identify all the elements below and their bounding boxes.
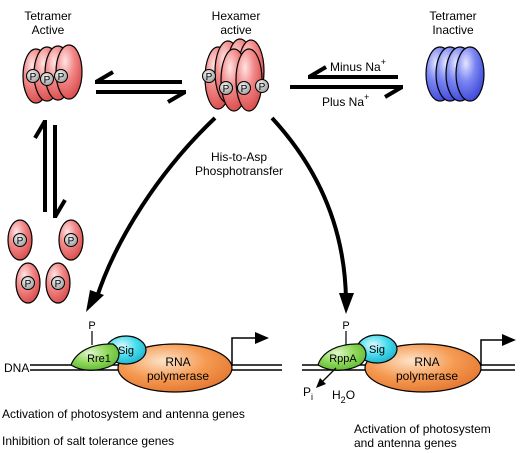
- right-outcome-line2: and antenna genes: [354, 436, 457, 450]
- tetramer-inactive-title: Tetramer Inactive: [429, 9, 477, 37]
- phosphate-icon: P: [237, 81, 251, 95]
- phosphate-icon: P: [26, 69, 40, 83]
- phosphotransfer-arrow-left: [86, 116, 217, 312]
- left-outcome-line1: Activation of photosystem and antenna ge…: [2, 407, 245, 421]
- rre1-regulator: [70, 343, 120, 371]
- pi-label: Pi: [303, 385, 313, 402]
- plus-na-label: Plus Na+: [322, 92, 369, 109]
- right-transcription-complex: [316, 331, 516, 393]
- p-label-left: P: [88, 320, 95, 332]
- rppa-label: RppA: [329, 353, 357, 365]
- tetramer-active-title: Tetramer Active: [24, 9, 72, 37]
- promoter-arrow-left-icon: [231, 332, 269, 366]
- phosphotransfer-caption: His-to-Asp Phosphotransfer: [194, 150, 284, 178]
- svg-text:P: P: [259, 82, 266, 93]
- phosphate-icon: P: [13, 233, 27, 247]
- equilibrium-arrow-tetramer-monomers: [33, 119, 67, 219]
- phosphate-icon: P: [51, 276, 65, 290]
- phosphate-icon: P: [219, 81, 233, 95]
- promoter-arrow-right-icon: [480, 334, 516, 366]
- phosphate-icon: P: [21, 276, 35, 290]
- rnap-left: [117, 343, 233, 393]
- sig-label-right: Sig: [369, 344, 385, 356]
- rnap-left-label-line2: polymerase: [147, 369, 209, 383]
- equilibrium-arrow-tetramer-hexamer: [94, 70, 187, 104]
- svg-text:P: P: [17, 236, 24, 247]
- svg-text:P: P: [223, 84, 230, 95]
- monomer: P: [45, 262, 71, 304]
- svg-text:P: P: [44, 75, 51, 86]
- left-outcome-line2: Inhibition of salt tolerance genes: [2, 434, 175, 448]
- rnap-right-label-line2: polymerase: [396, 369, 458, 383]
- svg-text:P: P: [58, 72, 65, 83]
- monomer: P: [7, 219, 33, 261]
- hexamer-active-title: Hexamer active: [211, 9, 261, 37]
- phosphate-icon: P: [40, 72, 54, 86]
- rppa-regulator: [317, 343, 367, 371]
- left-transcription-complex: [70, 331, 269, 393]
- svg-text:P: P: [55, 279, 62, 290]
- equilibrium-arrow-hexamer-inactive: [290, 65, 404, 99]
- sig-label-left: Sig: [118, 345, 134, 357]
- right-outcome-line1: Activation of photosystem: [354, 422, 491, 436]
- svg-text:P: P: [25, 279, 32, 290]
- monomer: P: [58, 219, 84, 261]
- hexamer-active-complex: P P P P: [202, 38, 269, 112]
- rre1-label: Rre1: [87, 353, 111, 365]
- water-label: H2O: [332, 388, 355, 405]
- dephosphorylation-arrow: [316, 367, 337, 388]
- rnap-left-label-line1: RNA: [165, 355, 190, 369]
- monomer: P: [15, 262, 41, 304]
- minus-na-label: Minus Na+: [330, 57, 386, 74]
- phosphotransfer-arrow-right: [270, 116, 354, 314]
- svg-text:P: P: [206, 72, 213, 83]
- svg-text:P: P: [241, 84, 248, 95]
- svg-text:P: P: [30, 72, 37, 83]
- phosphate-icon: P: [255, 79, 269, 93]
- phosphate-icon: P: [64, 233, 78, 247]
- p-label-right: P: [342, 320, 349, 332]
- rnap-right-label-line1: RNA: [414, 355, 439, 369]
- tetramer-inactive-complex: [425, 46, 485, 102]
- phosphate-icon: P: [54, 69, 68, 83]
- svg-text:P: P: [68, 236, 75, 247]
- tetramer-active-complex: P P P: [22, 44, 83, 104]
- phosphate-icon: P: [202, 69, 216, 83]
- dna-label: DNA: [4, 361, 29, 375]
- monomer-group: P P P P: [7, 219, 84, 304]
